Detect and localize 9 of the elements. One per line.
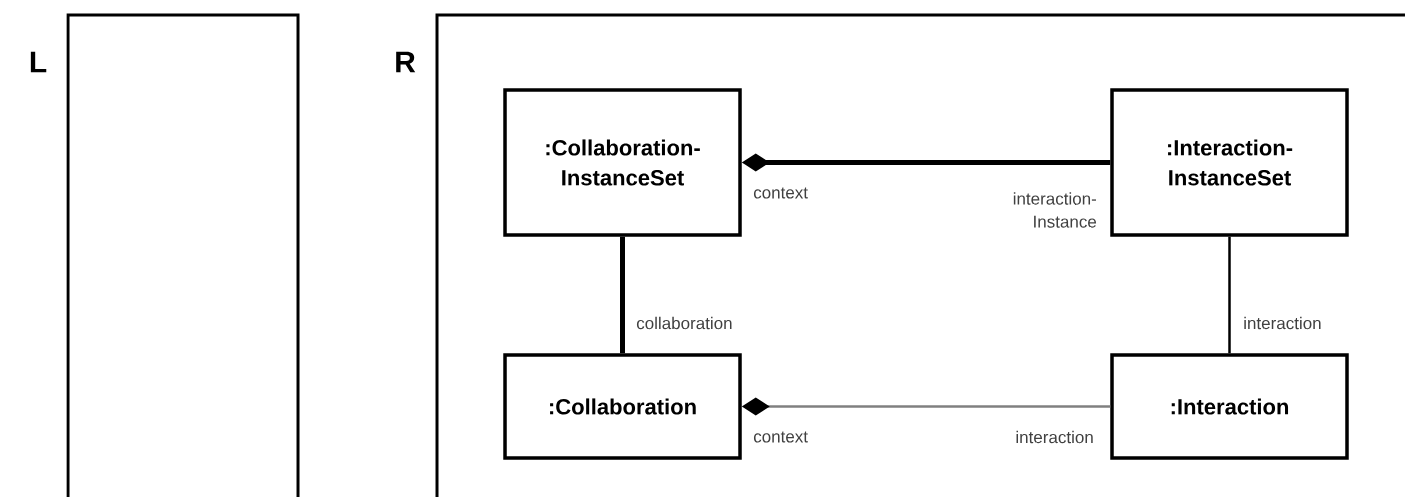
connector: [620, 236, 625, 354]
object-box: :Collaboration: [503, 353, 742, 460]
connector: [1228, 236, 1231, 354]
role-label: interaction- Instance: [1013, 192, 1097, 228]
object-box: :Interaction: [1110, 353, 1349, 460]
object-box: :Interaction- InstanceSet: [1110, 88, 1349, 237]
role-label: interaction: [1016, 430, 1093, 444]
object-box: :Collaboration- InstanceSet: [503, 88, 742, 237]
panel-frame: L: [30, 13, 300, 497]
